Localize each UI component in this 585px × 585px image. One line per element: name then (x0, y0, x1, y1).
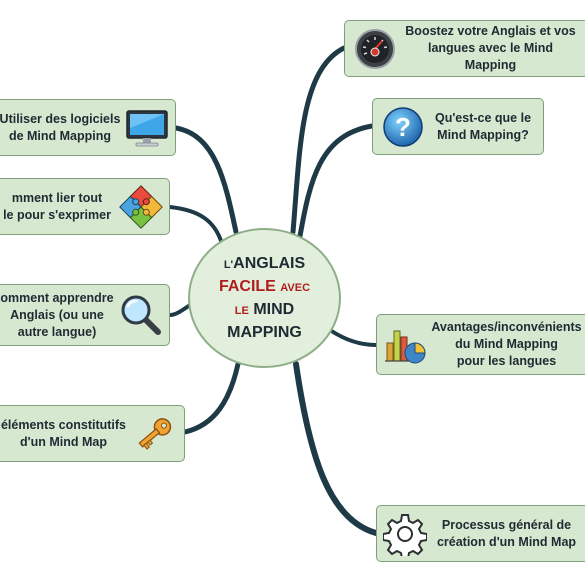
branch-label-lier: mment lier tout le pour s'exprimer (3, 190, 111, 222)
branch-node-avantages[interactable]: Avantages/inconvénients du Mind Mapping … (376, 314, 585, 375)
branch-label-elements: éléments constitutifs d'un Mind Map (0, 417, 127, 449)
puzzle-icon (115, 184, 167, 230)
gear-icon (379, 511, 431, 557)
branch-line-lier (168, 205, 224, 246)
key-icon (128, 411, 180, 457)
branch-line-quest-ce (297, 123, 375, 239)
magnifier-icon (115, 292, 167, 338)
branch-line-avantages (328, 328, 378, 347)
branch-line-processus (293, 361, 379, 536)
branch-label-apprendre: omment apprendre Anglais (ou une autre l… (0, 290, 114, 339)
central-topic-line-3: LE MIND (234, 301, 295, 318)
speedometer-icon (349, 26, 401, 72)
branch-node-logiciels[interactable]: Utiliser des logiciels de Mind Mapping (0, 99, 176, 156)
branch-node-elements[interactable]: éléments constitutifs d'un Mind Map (0, 405, 185, 462)
central-topic-line-4: MAPPING (227, 324, 302, 341)
branch-label-processus: Processus général de création d'un Mind … (436, 517, 577, 549)
branch-node-quest-ce[interactable]: ? Qu'est-ce que le Mind Mapping? (372, 98, 544, 155)
branch-line-logiciels (173, 125, 239, 235)
branch-label-boostez: Boostez votre Anglais et vos langues ave… (405, 24, 576, 72)
branch-node-apprendre[interactable]: omment apprendre Anglais (ou une autre l… (0, 284, 170, 346)
branch-line-boostez (290, 45, 347, 235)
monitor-icon (121, 105, 173, 151)
branch-label-avantages: Avantages/inconvénients du Mind Mapping … (431, 320, 582, 368)
branch-label-quest-ce: Qu'est-ce que le Mind Mapping? (434, 110, 532, 142)
branch-line-apprendre (168, 303, 192, 317)
central-topic-line-1: L'ANGLAIS (223, 255, 306, 272)
central-topic[interactable]: L'ANGLAIS FACILE AVEC LE MIND MAPPING (188, 228, 341, 368)
branch-node-processus[interactable]: Processus général de création d'un Mind … (376, 505, 585, 562)
branch-label-logiciels: Utiliser des logiciels de Mind Mapping (0, 111, 121, 143)
branch-node-boostez[interactable]: Boostez votre Anglais et vos langues ave… (344, 20, 585, 77)
branch-node-lier[interactable]: mment lier tout le pour s'exprimer (0, 178, 170, 235)
chart-icon (379, 322, 431, 368)
central-topic-line-2: FACILE AVEC (218, 278, 311, 295)
question-icon: ? (377, 104, 429, 150)
branch-line-elements (182, 361, 241, 435)
svg-text:?: ? (395, 112, 411, 142)
